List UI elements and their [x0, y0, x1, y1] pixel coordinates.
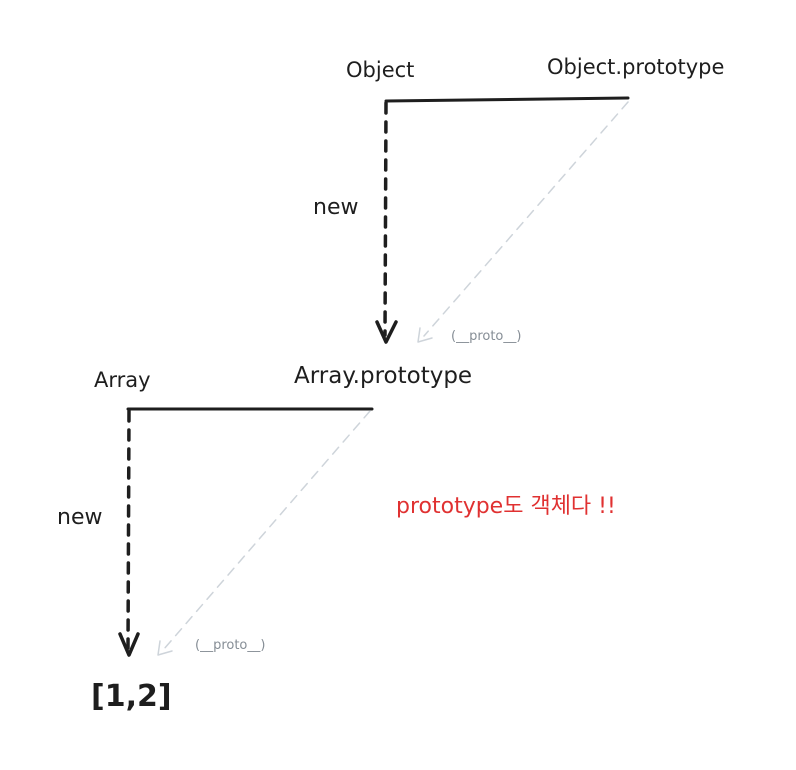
edge-label-new-lower: new [57, 505, 103, 530]
new-arrowhead-upper [375, 320, 398, 344]
node-array-prototype: Array.prototype [294, 363, 473, 389]
object-prototype-connector [384, 96, 630, 103]
edge-label-proto-upper: (__proto__) [451, 329, 522, 344]
proto-arrow-lower [163, 410, 371, 650]
new-arrow-lower [126, 409, 131, 650]
proto-arrowhead-upper [417, 327, 433, 343]
edge-label-new-upper: new [313, 195, 359, 220]
node-object: Object [346, 58, 415, 82]
proto-arrowhead-lower [157, 640, 173, 656]
new-arrow-upper [383, 101, 388, 337]
edge-label-proto-lower: (__proto__) [195, 638, 266, 653]
proto-arrow-upper [423, 101, 629, 337]
node-object-prototype: Object.prototype [547, 55, 725, 79]
node-array-instance: [1,2] [91, 679, 172, 714]
new-arrowhead-lower [118, 632, 140, 657]
node-array: Array [94, 368, 151, 392]
note-prototype-is-object: prototype도 객체다 !! [396, 494, 616, 519]
